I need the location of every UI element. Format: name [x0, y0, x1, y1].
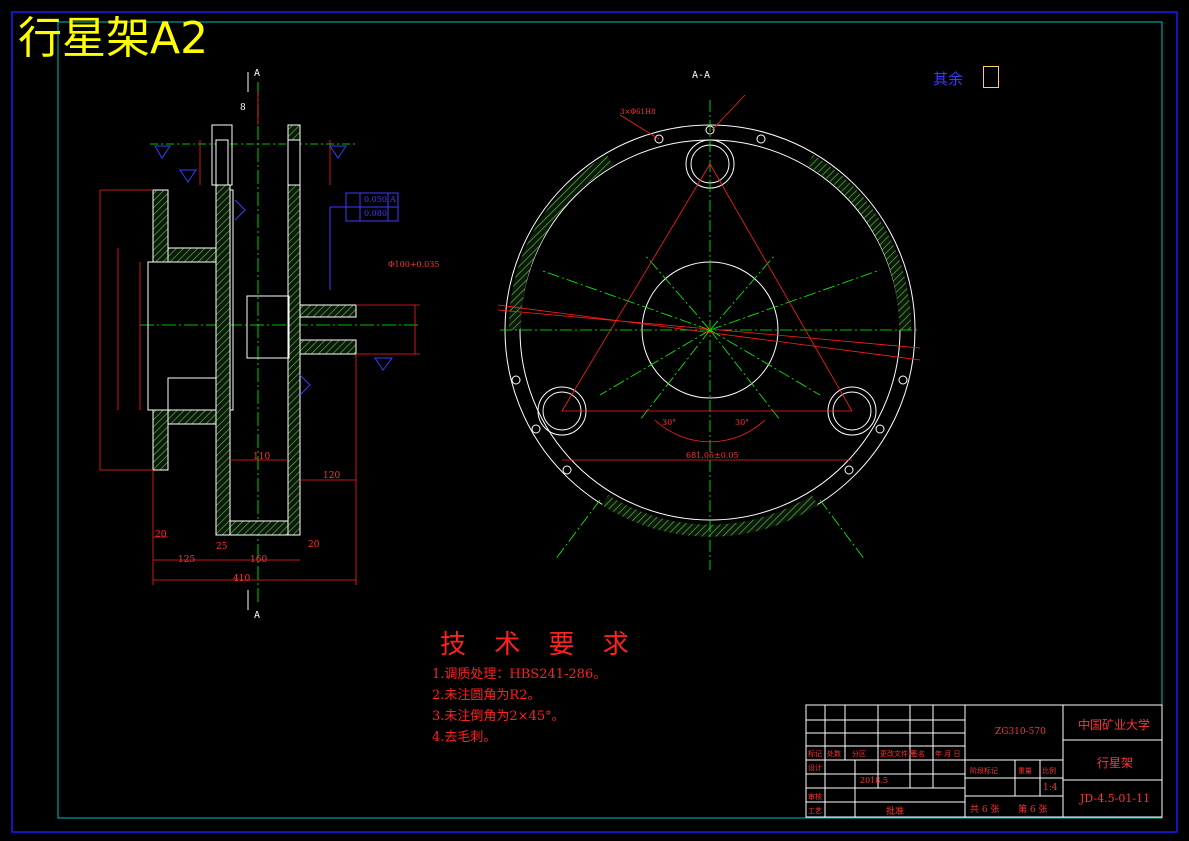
- tol-value-1: 0.050: [364, 195, 387, 204]
- dim-mid-len: 110: [253, 452, 271, 462]
- header-mark: 标记: [808, 750, 822, 758]
- header-date: 年 月 日: [935, 750, 961, 758]
- section-mark-bottom: A: [254, 610, 261, 621]
- tech-requirements-list: 1.调质处理：HBS241-286。 2.未注圆角为R2。 3.未注倒角为2×4…: [432, 664, 606, 748]
- part-name: 行星架: [1097, 756, 1134, 770]
- scale: 1:4: [1043, 783, 1058, 793]
- outer-border: [11, 11, 1178, 833]
- view-label: A-A: [692, 70, 711, 81]
- row-review: 审核: [808, 793, 822, 801]
- tol-value-2: 0.080: [364, 209, 387, 218]
- dim-angle-2: 30°: [735, 418, 750, 427]
- header-count: 处数: [827, 750, 841, 758]
- dim-center-width: 160: [250, 555, 268, 565]
- sheet-number: 第 6 张: [1018, 805, 1048, 815]
- tech-requirements-heading: 技 术 要 求: [440, 630, 639, 660]
- weight-label: 重量: [1018, 767, 1032, 775]
- section-mark-top: A: [254, 68, 261, 79]
- dim-left-offset: 125: [178, 555, 196, 565]
- dim-bottom-mid: 25: [216, 542, 228, 552]
- material: ZG310-570: [995, 727, 1046, 737]
- surface-finish-label: 其余: [933, 70, 964, 88]
- sheet-title: 行星架A2: [18, 13, 209, 64]
- dim-pitch-dia: 681.05±0.05: [686, 451, 739, 460]
- drawing-date: 2018.5: [860, 776, 888, 785]
- dim-right-len: 120: [323, 471, 341, 481]
- dim-angle-1: 30°: [662, 418, 677, 427]
- drawing-number: JD-4.5-01-11: [1080, 792, 1151, 805]
- header-signature: 签名: [911, 750, 925, 758]
- approve-label: 批准: [886, 807, 905, 817]
- front-view: [497, 94, 921, 570]
- header-zone: 分区: [852, 750, 866, 758]
- section-view: [99, 72, 420, 610]
- tech-requirement-item: 4.去毛刺。: [432, 730, 497, 745]
- stage-mark-label: 阶段标记: [970, 767, 998, 775]
- tech-requirement-item: 2.未注圆角为R2。: [432, 688, 541, 703]
- row-design: 设计: [808, 764, 822, 772]
- row-process: 工艺: [808, 807, 822, 815]
- inner-border: [57, 21, 1163, 819]
- sheet-total: 共 6 张: [970, 805, 1000, 815]
- scale-label: 比例: [1042, 767, 1056, 775]
- dim-gap: 8: [240, 103, 246, 113]
- tech-requirement-item: 1.调质处理：HBS241-286。: [432, 667, 607, 682]
- dim-overall-width: 410: [233, 574, 251, 584]
- surface-finish-box: [983, 66, 999, 88]
- university-name: 中国矿业大学: [1078, 718, 1151, 732]
- tol-datum: A: [390, 195, 396, 204]
- header-change-doc: 更改文件号: [880, 750, 915, 758]
- dim-right-small: 20: [308, 540, 320, 550]
- title-block-frame: [805, 704, 1163, 818]
- tech-requirement-item: 3.未注倒角为2×45°。: [432, 709, 565, 724]
- dim-hole: 3×Φ61H8: [620, 108, 656, 116]
- dim-bore: Φ100+0.035: [388, 260, 440, 269]
- dim-bottom-small: 20: [155, 530, 167, 540]
